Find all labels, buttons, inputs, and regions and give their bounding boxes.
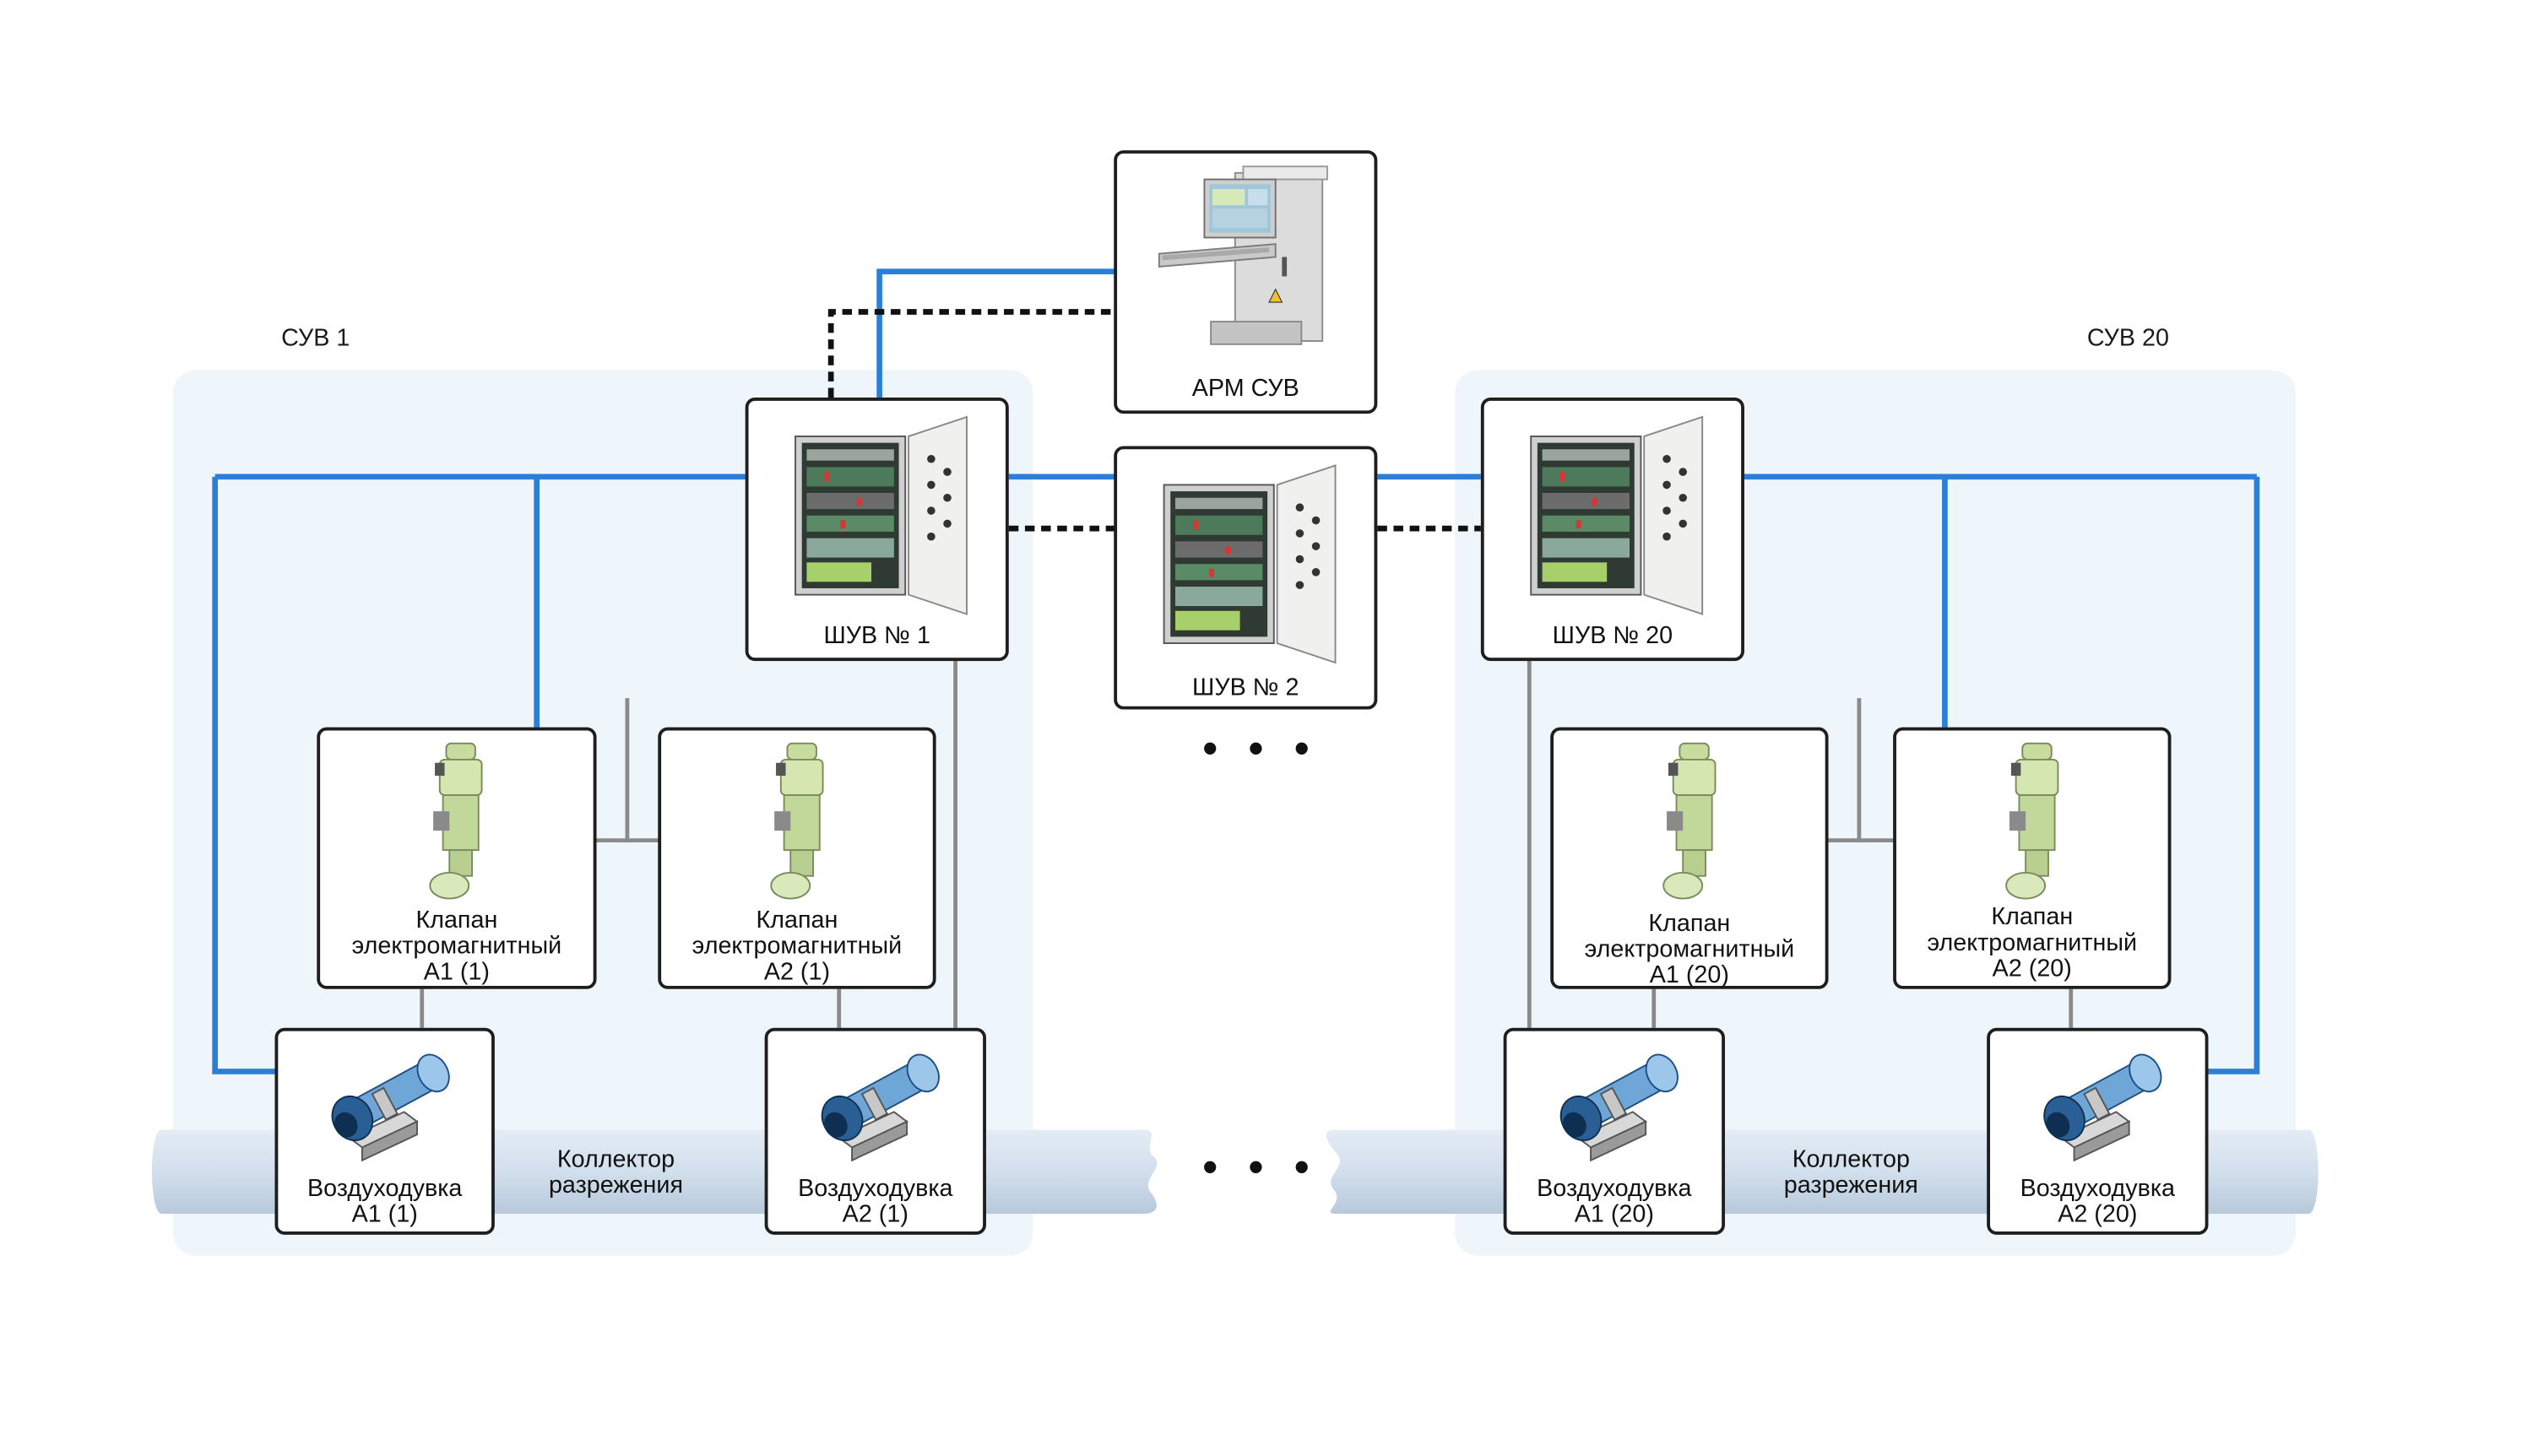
blue-network-lines	[212, 268, 2260, 1074]
solenoid-valve-icon	[770, 742, 824, 900]
cabinet-shuv-2[interactable]: ШУВ № 2	[1114, 446, 1378, 710]
blower-icon	[2043, 1053, 2162, 1162]
control-cabinet-icon	[1163, 464, 1337, 664]
control-cabinet-icon	[795, 415, 968, 615]
gray-lines	[420, 659, 2074, 1028]
cabinet-shuv-20[interactable]: ШУВ № 20	[1480, 398, 1744, 662]
blower-icon	[331, 1053, 450, 1162]
blower-icon	[821, 1053, 940, 1162]
cabinet-label-20: ШУВ № 20	[1552, 622, 1673, 650]
cabinet-label-2: ШУВ № 2	[1192, 674, 1299, 701]
ellipsis-collector: • • •	[1202, 1142, 1319, 1192]
blower-icon	[1559, 1053, 1679, 1162]
ellipsis-cabinets: • • •	[1202, 723, 1319, 773]
arm-workstation-box[interactable]: АРМ СУВ	[1114, 150, 1378, 414]
solenoid-valve-icon	[2005, 742, 2059, 900]
solenoid-valve-icon	[1662, 742, 1717, 900]
arm-label: АРМ СУВ	[1191, 375, 1299, 403]
zone-label-suv-1: СУВ 1	[281, 324, 350, 353]
zone-label-suv-20: СУВ 20	[2086, 324, 2170, 353]
control-cabinet-icon	[1530, 415, 1704, 615]
workstation-console-icon	[1158, 165, 1328, 345]
solenoid-valve-icon	[429, 742, 483, 900]
dashed-data-lines	[827, 309, 1481, 532]
cabinet-label-1: ШУВ № 1	[823, 622, 930, 650]
cabinet-shuv-1[interactable]: ШУВ № 1	[745, 398, 1009, 662]
